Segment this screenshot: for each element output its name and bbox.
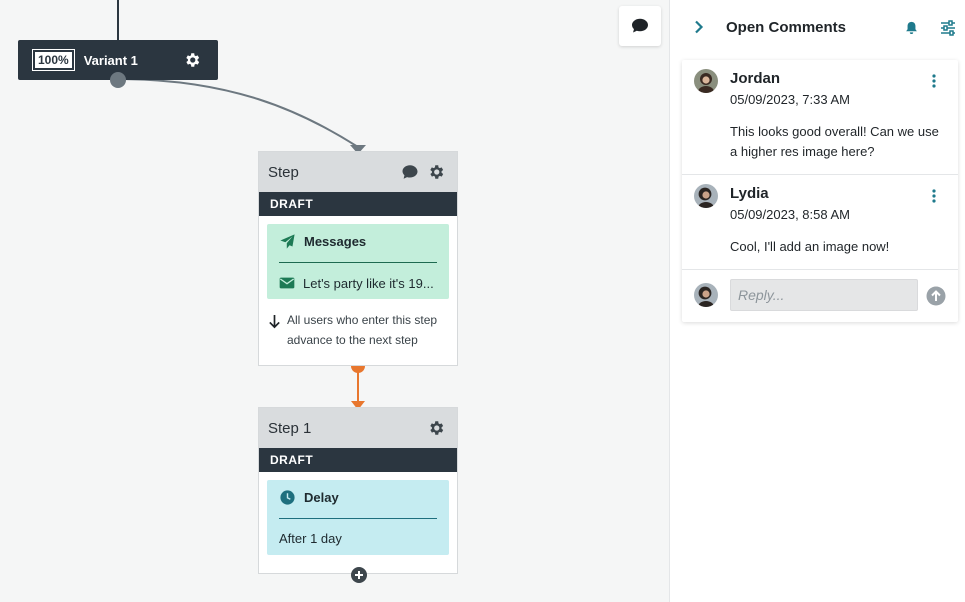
envelope-icon: [279, 277, 295, 289]
variant-percent: 100%: [32, 49, 75, 71]
divider: [279, 518, 437, 519]
more-options-icon[interactable]: [932, 74, 936, 88]
delay-value: After 1 day: [279, 531, 342, 546]
reply-input[interactable]: [730, 279, 918, 311]
speech-bubble-icon: [632, 18, 648, 33]
comment-toggle-button[interactable]: [619, 6, 661, 46]
avatar: [694, 283, 718, 307]
messages-box[interactable]: Messages Let's party like it's 19...: [267, 224, 449, 299]
paper-plane-icon: [280, 233, 295, 249]
more-options-icon[interactable]: [932, 189, 936, 203]
variant-connector-handle[interactable]: [110, 72, 126, 88]
comment-timestamp: 05/09/2023, 8:58 AM: [730, 207, 850, 222]
comment-author: Jordan: [730, 70, 781, 87]
journey-canvas[interactable]: 100% Variant 1 Step DRAFT: [0, 0, 669, 602]
delay-box[interactable]: Delay After 1 day: [267, 480, 449, 555]
status-badge: DRAFT: [259, 192, 457, 216]
message-preview: Let's party like it's 19...: [303, 275, 434, 291]
gear-icon[interactable]: [427, 163, 445, 181]
reply-row: [682, 270, 958, 322]
delay-heading: Delay: [304, 489, 339, 505]
comment-author: Lydia: [730, 185, 769, 202]
arrow-down-icon: [269, 314, 280, 329]
comments-panel: Open Comments Jordan 05/09/2023, 7:33 AM…: [669, 0, 965, 602]
comment-item: Jordan 05/09/2023, 7:33 AM This looks go…: [682, 60, 958, 175]
panel-header: Open Comments: [670, 0, 965, 56]
send-arrow-icon[interactable]: [926, 286, 946, 306]
avatar: [694, 184, 718, 208]
messages-heading: Messages: [304, 233, 367, 249]
comment-body: This looks good overall! Can we use a hi…: [730, 124, 939, 159]
panel-title: Open Comments: [726, 19, 847, 36]
comment-item: Lydia 05/09/2023, 8:58 AM Cool, I'll add…: [682, 175, 958, 270]
comment-timestamp: 05/09/2023, 7:33 AM: [730, 92, 850, 107]
speech-bubble-icon[interactable]: [401, 163, 419, 181]
comment-body: Cool, I'll add an image now!: [730, 239, 890, 254]
gear-icon[interactable]: [183, 51, 201, 69]
gear-icon[interactable]: [427, 419, 445, 437]
step-header: Step 1: [259, 408, 457, 448]
clock-icon: [280, 489, 295, 505]
step-header: Step: [259, 152, 457, 192]
advance-note: All users who enter this step advance to…: [259, 299, 457, 368]
step-card-step[interactable]: Step DRAFT Messages: [258, 151, 458, 366]
advance-text: All users who enter this step advance to…: [287, 313, 438, 347]
step-title: Step 1: [268, 419, 312, 437]
step-card-step-1[interactable]: Step 1 DRAFT Delay After 1 day: [258, 407, 458, 583]
step-title: Step: [268, 163, 299, 181]
chevron-right-icon[interactable]: [694, 20, 704, 34]
comment-thread: Jordan 05/09/2023, 7:33 AM This looks go…: [682, 60, 958, 322]
divider: [279, 262, 437, 263]
status-badge: DRAFT: [259, 448, 457, 472]
avatar: [694, 69, 718, 93]
add-step-icon[interactable]: [351, 567, 367, 583]
sliders-icon[interactable]: [940, 20, 956, 36]
variant-name: Variant 1: [83, 52, 138, 68]
bell-icon[interactable]: [904, 20, 919, 36]
